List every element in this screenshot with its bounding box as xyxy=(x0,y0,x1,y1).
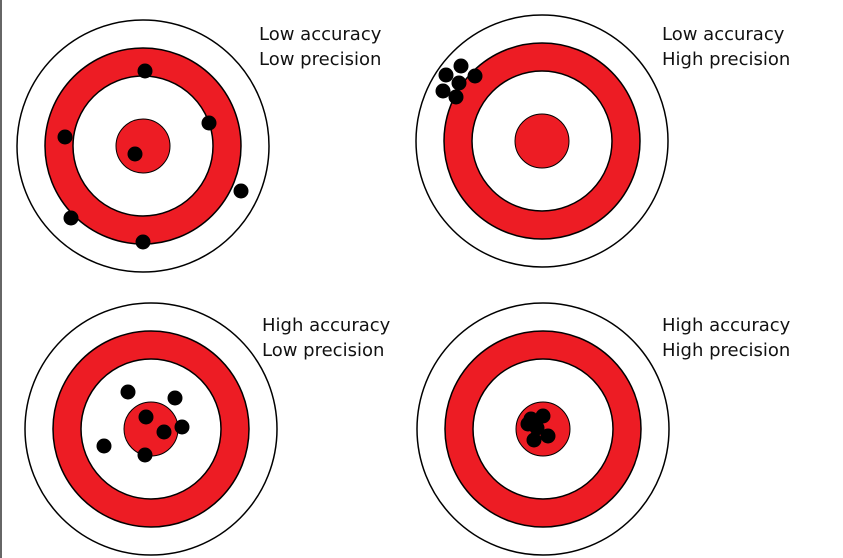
shot-mark xyxy=(167,390,183,406)
shot-mark xyxy=(453,58,469,74)
target-label-low-accuracy-high-precision: Low accuracy High precision xyxy=(662,22,790,72)
shot-mark xyxy=(120,384,136,400)
accuracy-text: High accuracy xyxy=(662,315,791,336)
shot-mark xyxy=(520,416,536,432)
shot-mark xyxy=(233,183,249,199)
shot-mark xyxy=(435,83,451,99)
shot-mark xyxy=(96,438,112,454)
precision-text: Low precision xyxy=(259,49,382,70)
precision-text: High precision xyxy=(662,340,791,361)
shot-mark xyxy=(201,115,217,131)
target-label-high-accuracy-high-precision: High accuracy High precision xyxy=(662,313,790,363)
accuracy-text: Low accuracy xyxy=(662,24,785,45)
shot-mark xyxy=(156,424,172,440)
shot-mark xyxy=(540,428,556,444)
shot-mark xyxy=(438,67,454,83)
target-4 xyxy=(416,302,670,556)
bullseye xyxy=(115,118,171,174)
target-label-low-accuracy-low-precision: Low accuracy Low precision xyxy=(259,22,381,72)
target-2 xyxy=(415,14,669,268)
accuracy-text: High accuracy xyxy=(262,315,391,336)
bullseye xyxy=(514,113,570,169)
shot-mark xyxy=(63,210,79,226)
shot-mark xyxy=(138,409,154,425)
target-label-high-accuracy-low-precision: High accuracy Low precision xyxy=(262,313,390,363)
target-3 xyxy=(24,302,278,556)
shot-mark xyxy=(535,408,551,424)
shot-mark xyxy=(174,419,190,435)
shot-mark xyxy=(127,146,143,162)
accuracy-text: Low accuracy xyxy=(259,24,382,45)
shot-mark xyxy=(137,63,153,79)
shot-mark xyxy=(526,432,542,448)
precision-text: Low precision xyxy=(262,340,385,361)
shot-mark xyxy=(135,234,151,250)
shot-mark xyxy=(137,447,153,463)
shot-mark xyxy=(448,89,464,105)
target-1 xyxy=(16,19,270,273)
shot-mark xyxy=(57,129,73,145)
precision-text: High precision xyxy=(662,49,791,70)
shot-mark xyxy=(451,75,467,91)
shot-mark xyxy=(467,68,483,84)
